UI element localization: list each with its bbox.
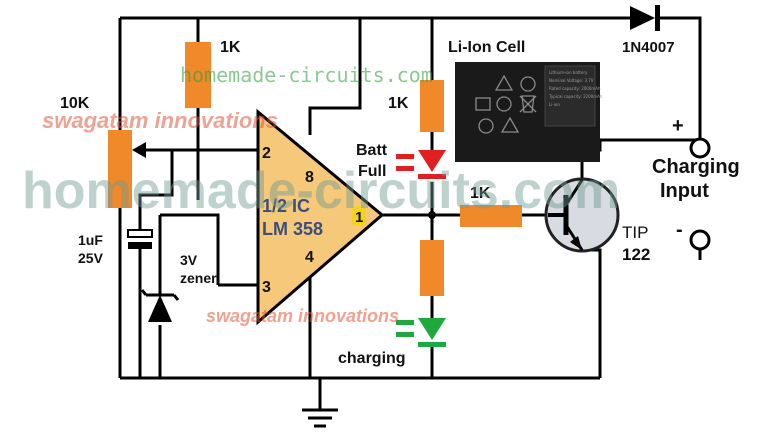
transistor-label-2: 122	[622, 245, 650, 264]
resistor-r-charge	[420, 240, 444, 296]
cap-value-1: 1uF	[78, 232, 103, 248]
cell-sticker-line: Nominal Voltage: 3.7V	[549, 78, 594, 83]
batt-label-1: Batt	[356, 142, 388, 159]
zener-label-2: zener	[180, 270, 217, 286]
top-rail-wire-right	[660, 16, 702, 140]
pin-2-label: 2	[262, 145, 271, 162]
ground-icon	[302, 408, 338, 428]
watermark-top-green: homemade-circuits.com	[180, 63, 433, 87]
ic-label-1: 1/2 IC	[262, 196, 310, 216]
li-ion-cell-image: Lithium-ion battery Nominal Voltage: 3.7…	[455, 62, 603, 162]
pin8-wire	[308, 18, 362, 135]
led-charging	[396, 318, 446, 347]
plus-terminal	[689, 137, 711, 159]
zener-3v	[140, 289, 180, 322]
pin-8-label: 8	[305, 169, 314, 186]
batt-label-2: Full	[358, 163, 386, 180]
transistor-label-1: TIP	[622, 223, 648, 242]
zener-top-wire	[178, 213, 220, 285]
warning-icon	[494, 74, 514, 91]
resistor-r-led	[420, 80, 444, 132]
charging-label: charging	[338, 350, 406, 367]
cap-value-2: 25V	[78, 250, 104, 266]
zener-label-1: 3V	[180, 252, 198, 268]
cell-sticker-line: Rated capacity: 2000mAh	[549, 86, 601, 91]
pin-1-label: 1	[355, 209, 363, 226]
recycle-icon	[520, 76, 536, 92]
capacitor-1uf	[127, 229, 153, 249]
cell-sticker-line: Li-ion	[549, 102, 560, 107]
pot-wiper-arrow	[132, 142, 146, 158]
ce-mark-icon	[475, 97, 491, 111]
opamp-lm358	[256, 108, 385, 326]
diode-1n4007	[630, 5, 660, 31]
pot-wiper-wire	[138, 148, 174, 225]
input-label-1: Charging	[652, 156, 740, 178]
junction-dot-output	[428, 211, 436, 219]
plus-sign: +	[672, 115, 684, 137]
r-led-label: 1K	[388, 95, 409, 112]
cell-label: Li-Ion Cell	[448, 39, 525, 56]
watermark-middle-gray: homemade-circuits.com	[22, 162, 620, 220]
pb-mark-icon	[496, 96, 512, 112]
bin-icon	[519, 95, 537, 113]
input-label-2: Input	[660, 180, 709, 202]
potentiometer-10k	[108, 130, 132, 208]
transistor-tip122	[544, 177, 620, 253]
r-base-label: 1K	[470, 185, 491, 202]
resistor-r-top	[185, 42, 211, 108]
diode-label: 1N4007	[622, 39, 675, 56]
cell-sticker-line: Typical capacity: 2200mAh	[548, 94, 603, 99]
led-batt-full	[396, 150, 446, 179]
cell-sticker-line: Lithium-ion battery	[549, 70, 588, 75]
pot-label: 10K	[60, 95, 90, 112]
resistor-r-base	[460, 205, 522, 227]
pin-4-label: 4	[305, 249, 314, 266]
watermark-top-red: swagatam innovations	[42, 108, 278, 133]
pin-3-label: 3	[262, 279, 271, 296]
ic-label-2: LM 358	[262, 219, 323, 239]
r-top-label: 1K	[220, 39, 241, 56]
emitter-wire	[582, 248, 602, 270]
minus-sign: -	[676, 219, 683, 241]
watermark-bottom-red: swagatam innovations	[206, 306, 399, 326]
rohs-icon	[478, 118, 494, 134]
minus-terminal	[689, 229, 711, 251]
pin-1-badge	[352, 206, 366, 226]
caution-icon	[500, 116, 520, 133]
